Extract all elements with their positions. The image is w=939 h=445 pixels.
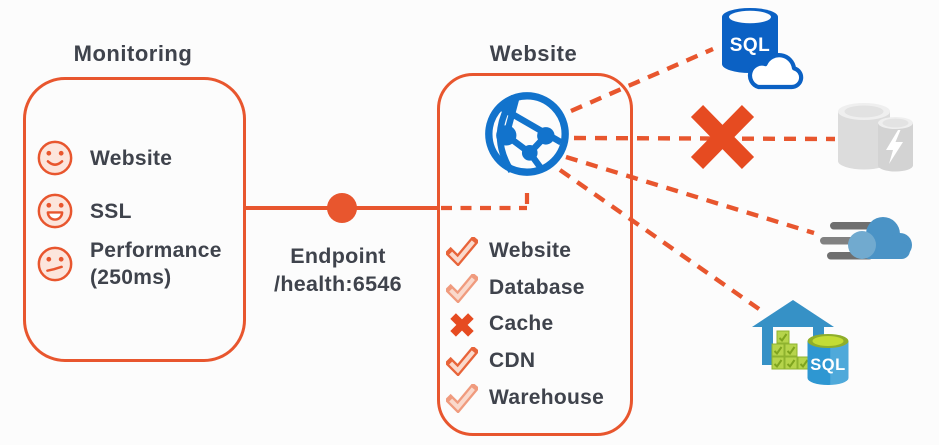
monitoring-item-label: Performance: [90, 239, 222, 262]
checkmark-icon: [446, 346, 478, 376]
check-label: Database: [489, 276, 585, 299]
sql-database-icon: SQL: [722, 8, 804, 90]
endpoint-name: Endpoint: [290, 244, 386, 268]
cdn-cloud-icon: [820, 217, 912, 260]
cross-icon: [450, 312, 474, 337]
monitoring-item-ssl: SSL: [36, 192, 132, 230]
endpoint-path: /health:6546: [274, 272, 402, 296]
cloud-icon: [747, 53, 804, 90]
storage-cache-icon: [838, 103, 913, 172]
happy-face-icon: [37, 140, 73, 176]
check-row-warehouse: Warehouse: [446, 383, 604, 413]
monitoring-item-website: Website: [36, 139, 172, 177]
warehouse-left-wall: [762, 327, 773, 365]
monitoring-item-label: Website: [90, 146, 173, 170]
checkmark-icon: [446, 383, 478, 413]
monitoring-item-performance: Performance (250ms): [36, 237, 222, 291]
unsure-face-icon: [37, 246, 73, 282]
monitoring-title: Monitoring: [73, 41, 193, 66]
check-label: Cache: [489, 312, 554, 335]
monitoring-item-label: SSL: [90, 199, 132, 223]
monitoring-item-sublabel: (250ms): [90, 266, 172, 289]
blocked-connection-x-icon: [690, 105, 755, 169]
checkmark-icon: [446, 236, 478, 266]
warehouse-crates: [771, 330, 811, 370]
sql-badge-text: SQL: [730, 35, 771, 56]
check-label: Warehouse: [489, 386, 605, 409]
checkmark-icon: [446, 273, 478, 303]
check-row-website: Website: [446, 236, 571, 266]
speed-line: [830, 222, 877, 230]
check-label: CDN: [489, 349, 536, 372]
check-row-cdn: CDN: [446, 346, 535, 376]
endpoint-node-dot: [327, 193, 357, 223]
check-row-database: Database: [446, 273, 585, 303]
sql-data-warehouse-icon: SQL: [752, 300, 849, 385]
check-row-cache: Cache: [446, 309, 554, 339]
check-label: Website: [489, 239, 572, 262]
lightning-bolt-icon: [886, 130, 903, 164]
monitoring-box: [23, 77, 246, 362]
grinning-face-icon: [37, 193, 73, 229]
sql-badge-text: SQL: [810, 356, 845, 374]
web-app-globe-icon: [485, 92, 569, 176]
warehouse-roof: [752, 300, 834, 327]
endpoint-label: Endpoint /health:6546: [242, 242, 434, 298]
website-title: Website: [489, 41, 578, 66]
